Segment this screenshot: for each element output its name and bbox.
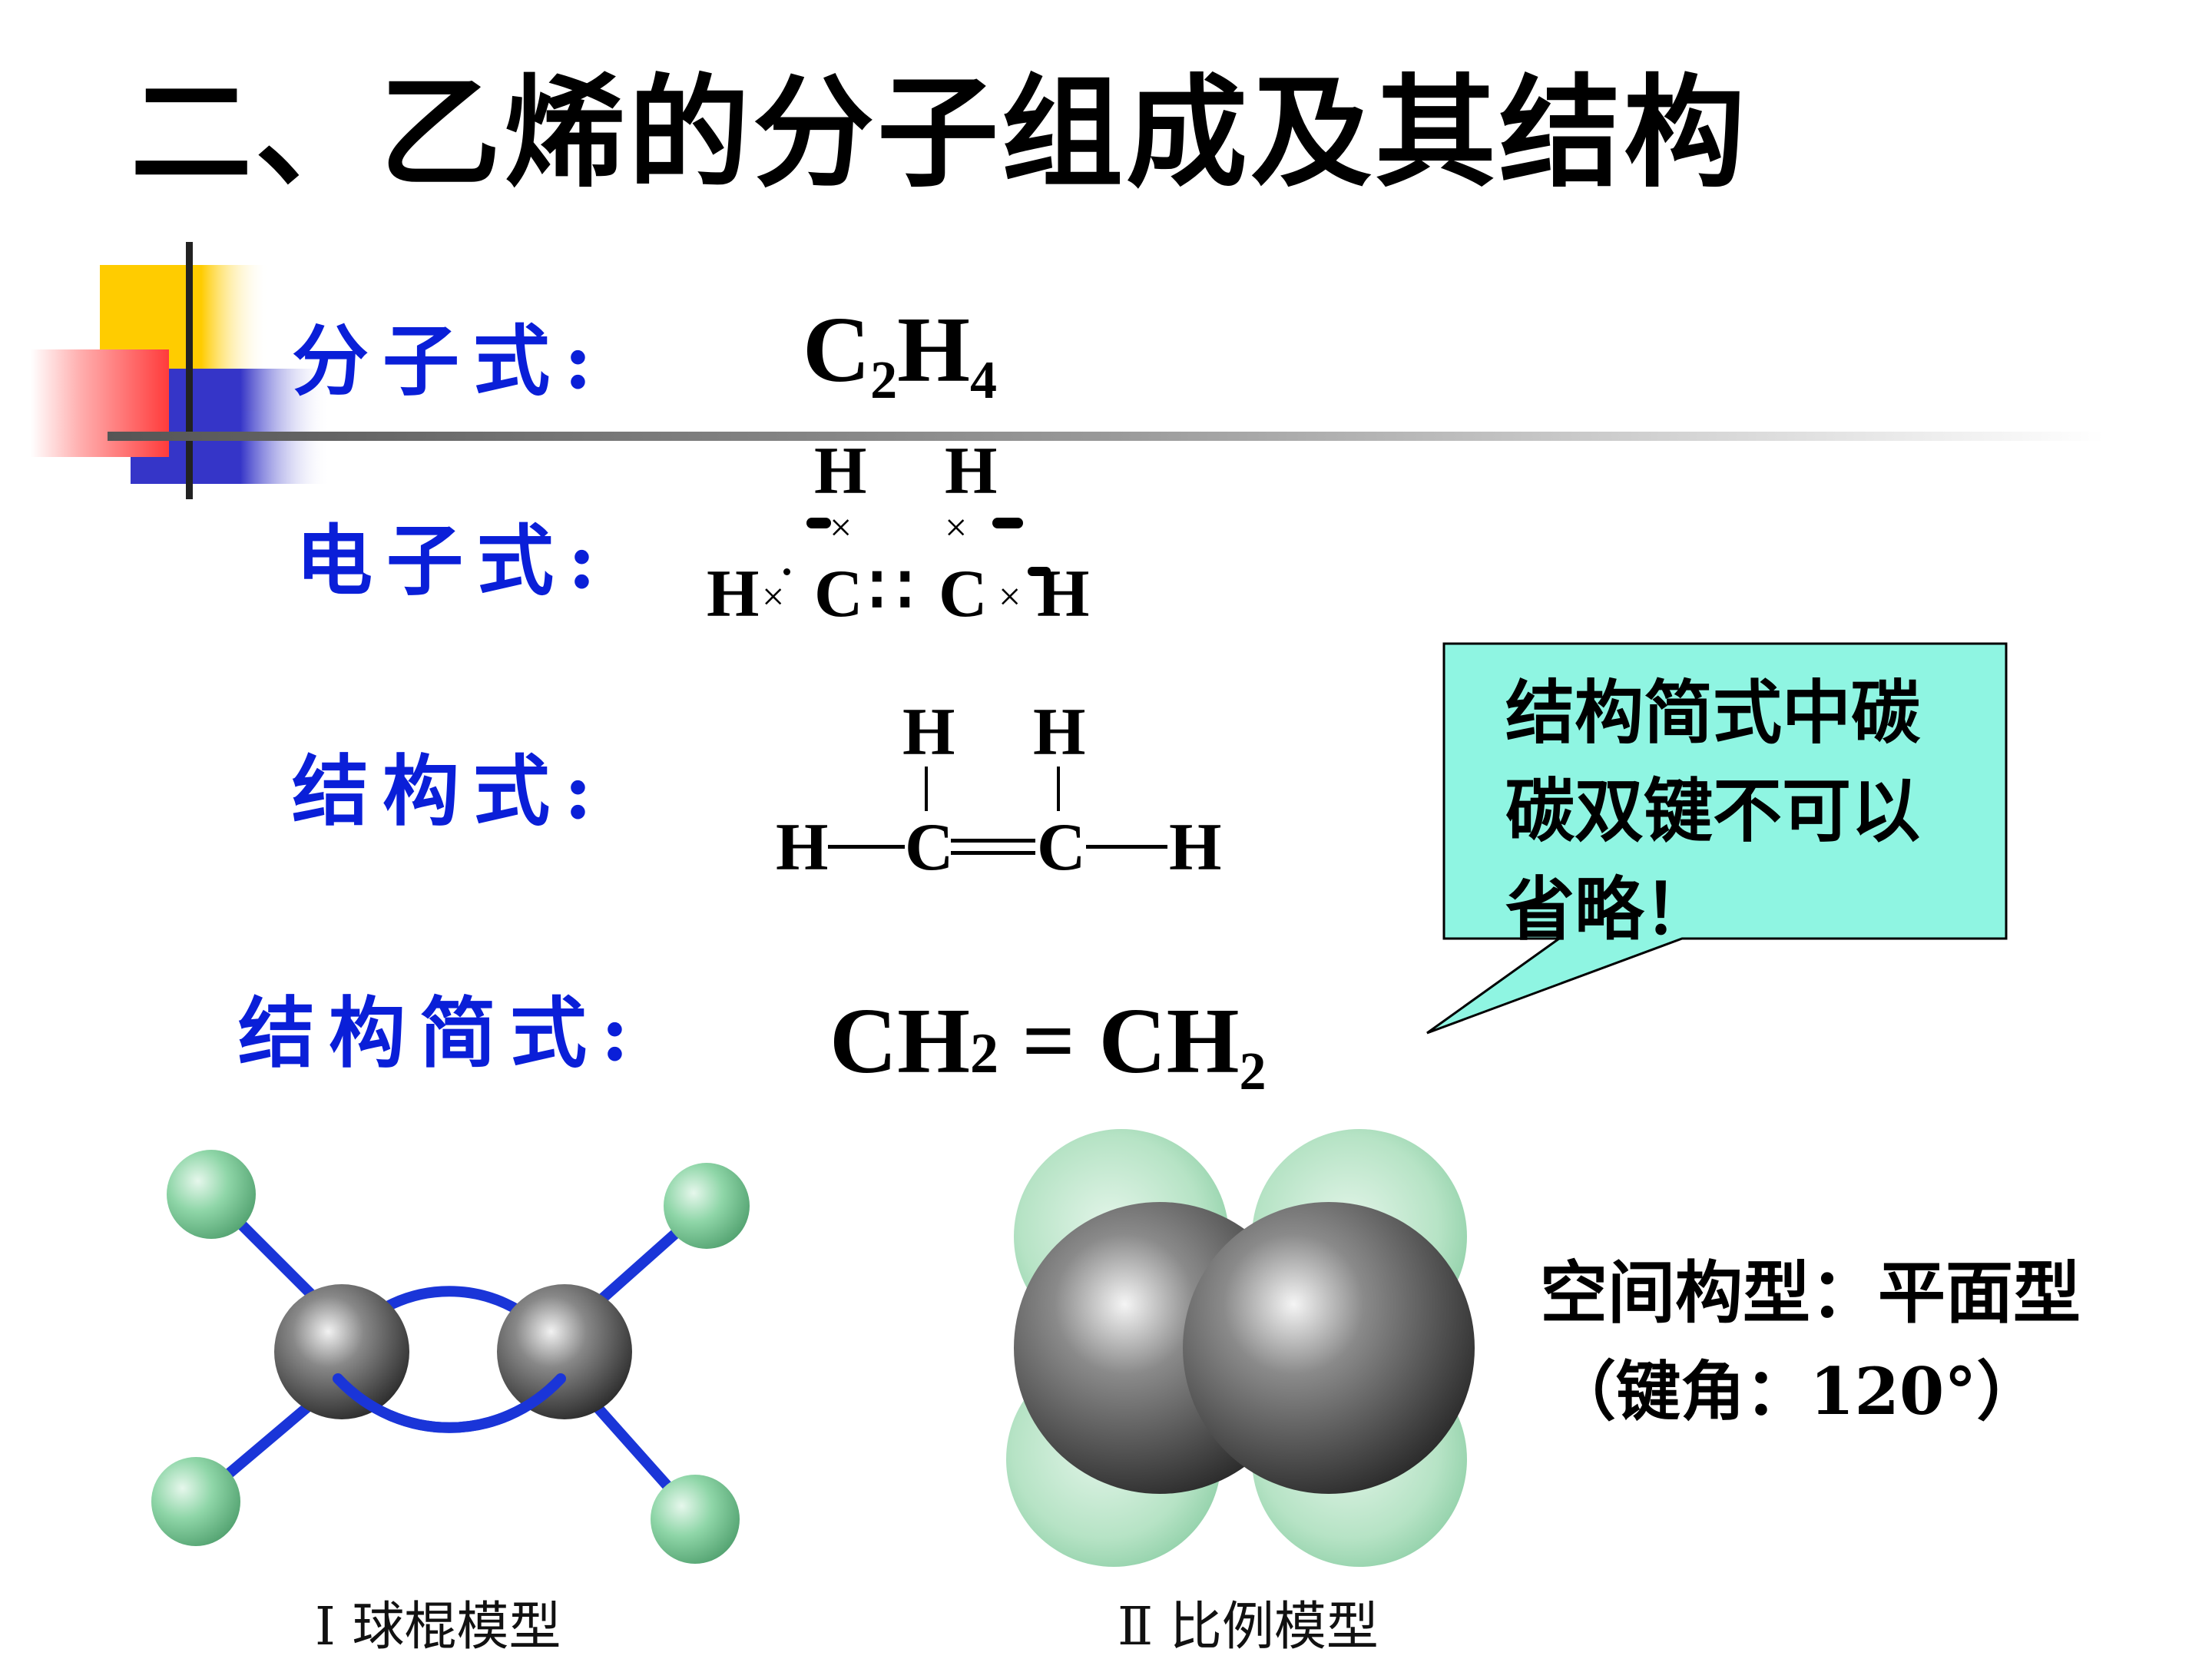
formula-hydrogen-count: 4: [970, 351, 998, 410]
condensed-bond: =: [1022, 989, 1076, 1093]
formula-hydrogen: H: [897, 298, 971, 402]
space-filling-model: [1006, 1129, 1475, 1567]
struct-double-bond-top: [951, 839, 1035, 843]
hydrogen-atom: [167, 1150, 256, 1239]
struct-bond-vertical-left: [925, 767, 928, 811]
callout-shape: [1426, 642, 2008, 1035]
callout-bubble: [1426, 642, 2008, 1035]
condensed-formula: CH2 = CH2: [830, 995, 1267, 1099]
hydrogen-atom: [151, 1457, 240, 1546]
struct-bond-left: [828, 845, 905, 849]
deco-horizontal-line: [108, 432, 2104, 441]
struct-h-left: H: [776, 810, 829, 885]
callout-text: 结构简式中碳碳双键不可以省略！: [1505, 673, 1920, 950]
edot-h-left: H: [707, 557, 760, 631]
carbon-atom: [497, 1284, 632, 1419]
condensed-right-sub: 2: [1239, 1042, 1267, 1101]
space-fill-caption: Ⅱ 比例模型: [1118, 1597, 1379, 1657]
edot-top-h-left: H: [814, 434, 867, 508]
geometry-shape: 空间构型：平面型: [1540, 1253, 2081, 1333]
molecular-formula: C2H4: [803, 303, 997, 408]
edot-dash-mid-right: [1028, 567, 1051, 576]
struct-top-h-left: H: [902, 695, 955, 770]
struct-c-left: C: [905, 810, 954, 885]
slide-title: 二、乙烯的分子组成及其结构: [131, 63, 1748, 204]
struct-h-right: H: [1169, 810, 1222, 885]
condensed-left-sub: 2: [970, 1022, 998, 1085]
deco-vertical-line: [186, 242, 193, 499]
struct-bond-vertical-right: [1057, 767, 1060, 811]
label-condensed-formula: 结构简式:: [238, 988, 643, 1078]
formula-carbon-count: 2: [870, 351, 898, 410]
edot-dash-left: [806, 518, 831, 528]
condensed-right: CH: [1098, 989, 1240, 1093]
struct-double-bond-bottom: [951, 851, 1035, 855]
ball-stick-caption: Ⅰ 球棍模型: [315, 1597, 561, 1657]
label-structural-formula: 结构式:: [292, 746, 606, 836]
edot-c-left: C: [814, 557, 863, 631]
edot-c-right: C: [939, 557, 988, 631]
label-molecular-formula: 分子式:: [292, 316, 606, 406]
label-electron-formula: 电子式:: [296, 515, 610, 606]
hydrogen-atom: [664, 1163, 750, 1249]
structural-formula: H H H C C H: [776, 699, 1252, 891]
electron-dot-formula: H H × × H × C ∷ C × H: [691, 430, 1121, 637]
edot-cross-top-left: ×: [830, 506, 853, 550]
formula-carbon: C: [803, 298, 871, 402]
edot-cross-top-right: ×: [945, 506, 968, 550]
edot-cross-left: ×: [762, 575, 785, 619]
struct-bond-right: [1086, 845, 1167, 849]
carbon-atom: [274, 1284, 409, 1419]
condensed-left: CH: [830, 989, 970, 1093]
hydrogen-atom: [651, 1475, 740, 1564]
edot-dash-right: [992, 518, 1023, 528]
bond-angle: （键角：120°）: [1551, 1353, 2041, 1429]
edot-h-right: H: [1037, 557, 1090, 631]
edot-double-pair: ∷: [869, 554, 912, 628]
edot-dot-left: [783, 568, 790, 575]
slide-ornament: [31, 242, 2104, 499]
ball-stick-model: [151, 1150, 750, 1564]
struct-c-right: C: [1037, 810, 1086, 885]
struct-top-h-right: H: [1033, 695, 1086, 770]
edot-top-h-right: H: [945, 434, 998, 508]
edot-cross-right: ×: [998, 575, 1022, 619]
double-bond-front: [333, 1373, 566, 1433]
carbon-atom: [1183, 1202, 1475, 1494]
